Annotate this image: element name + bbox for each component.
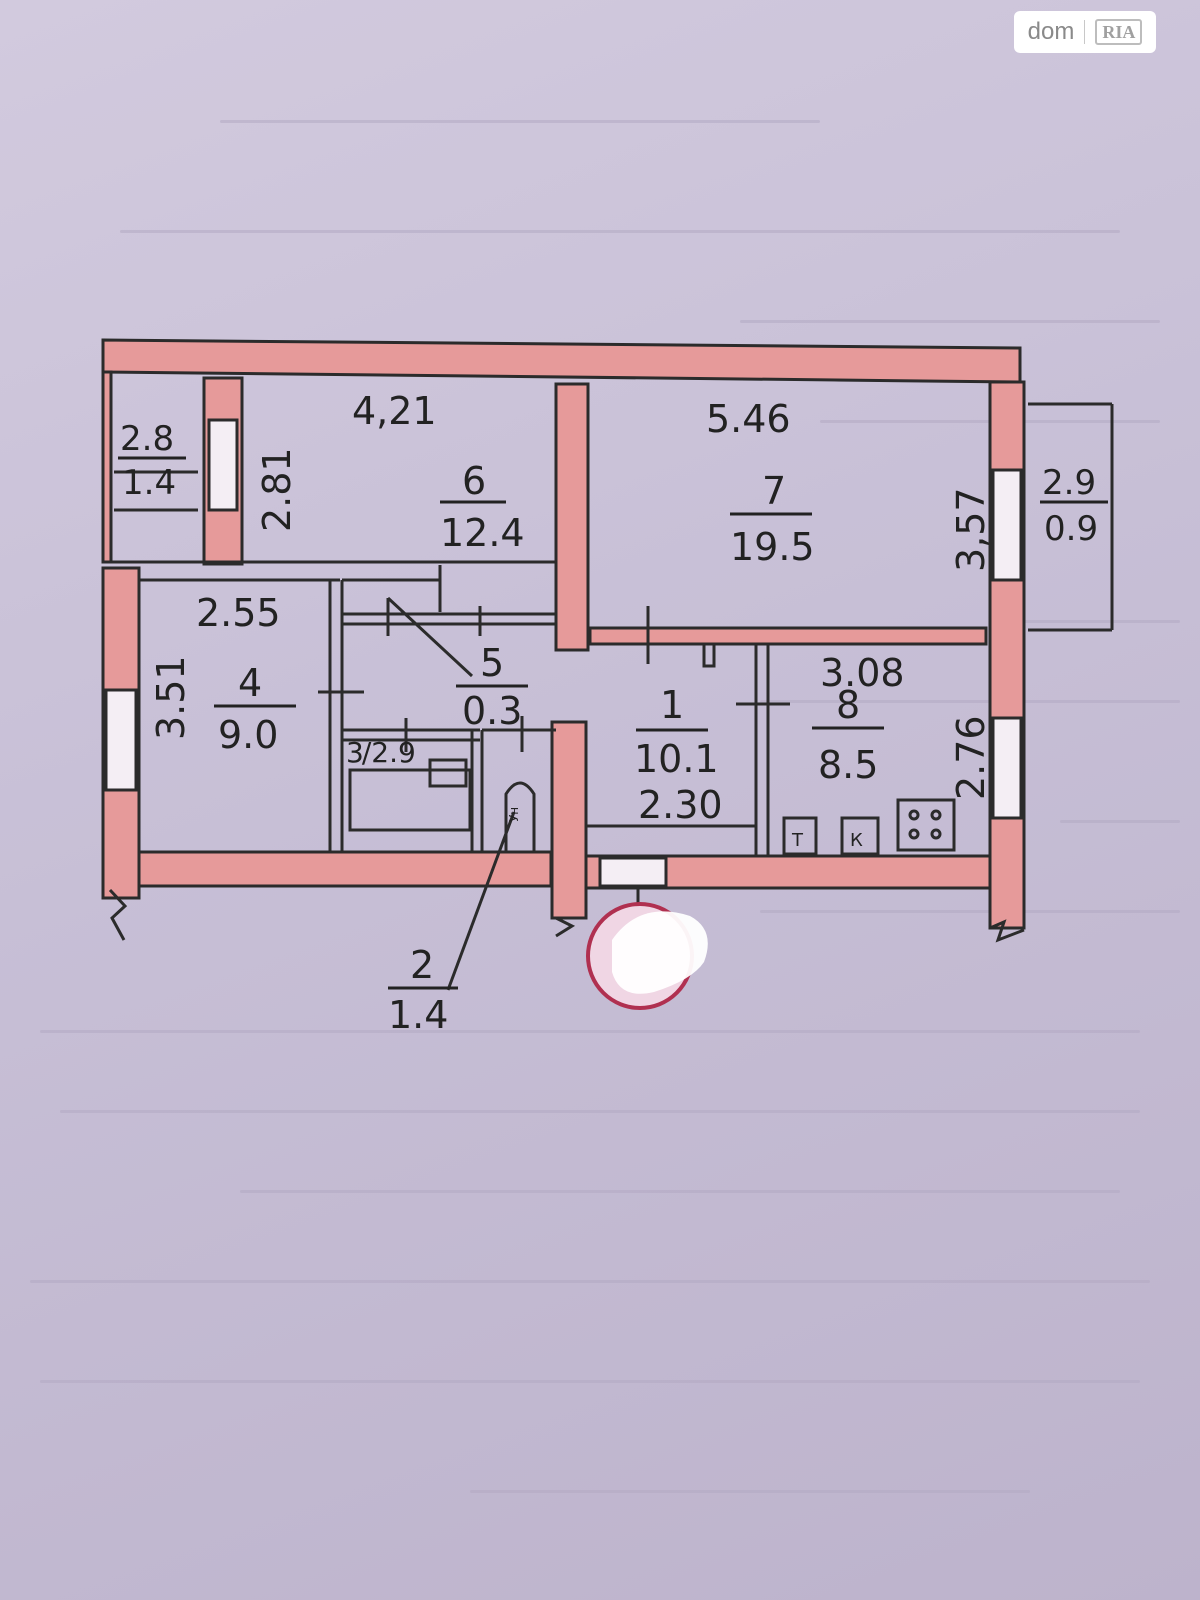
bath-sink-icon: [428, 758, 468, 788]
room8-number: 8: [836, 683, 860, 727]
room6-area: 12.4: [440, 511, 525, 555]
wall-left-upper: [101, 370, 113, 564]
wall-center-vertical: [554, 382, 590, 652]
room5-area: 0.3: [462, 689, 522, 733]
wall-top: [101, 338, 1022, 384]
faded-print-line: [60, 1110, 1140, 1113]
watermark-brand: dom: [1027, 18, 1075, 45]
room7-width: 3,57: [949, 487, 993, 572]
room6-length: 4,21: [352, 389, 437, 433]
room2-area: 1.4: [388, 993, 448, 1037]
window-right-lower: [991, 716, 1023, 820]
room4-area: 9.0: [218, 713, 278, 757]
room7-length: 5.46: [706, 397, 791, 441]
faded-print-line: [120, 230, 1120, 233]
faded-print-line: [1060, 820, 1180, 823]
room8-area: 8.5: [818, 743, 878, 787]
stamp: [586, 902, 708, 1010]
stove-burner-icon: [908, 809, 920, 821]
room3-number: 3: [346, 736, 364, 769]
room4-length: 2.55: [196, 591, 281, 635]
balcony1-length: 2.8: [120, 419, 174, 459]
stove-burner-icon: [908, 828, 920, 840]
thin-walls: [103, 402, 1114, 943]
faded-print-line: [220, 120, 820, 123]
room2-number: 2: [410, 943, 434, 987]
faded-print-line: [240, 1190, 1120, 1193]
room5-number: 5: [480, 641, 504, 685]
room8-length: 3.08: [820, 651, 905, 695]
balcony1-width: 1.4: [122, 463, 176, 503]
kitchen-counter-icon: [840, 816, 880, 856]
wall-right: [988, 380, 1026, 930]
faded-print-line: [40, 1030, 1140, 1033]
watermark-separator: [1084, 20, 1086, 44]
counter-label: К: [850, 830, 863, 851]
stamp-blur: [612, 911, 708, 994]
room1-area: 10.1: [634, 737, 719, 781]
faded-print-line: [470, 1490, 1030, 1493]
balcony2-length: 2.9: [1042, 463, 1096, 503]
sink-label: Т: [791, 830, 804, 851]
faded-print-line: [40, 1380, 1140, 1383]
window-left: [104, 688, 138, 792]
window-right-upper: [991, 468, 1023, 582]
room6-width: 2.81: [255, 447, 299, 532]
faded-print-line: [760, 910, 1180, 913]
labels: 4,21 6 12.4 2.81 5.46 7 19.5 3,57 2.55 4…: [120, 389, 1098, 1037]
room1-dimension: 2.30: [638, 783, 723, 827]
wall-room7-bottom: [588, 626, 988, 646]
room2-leader-line: [446, 811, 516, 991]
room8-width: 2.76: [949, 715, 993, 800]
fraction-bars: [118, 456, 1108, 990]
room3-label: 3/2.9: [346, 736, 416, 769]
stove-icon: [896, 798, 956, 852]
room1-number: 1: [660, 683, 684, 727]
dom-ria-watermark[interactable]: dom RIA: [1014, 11, 1156, 53]
kitchen-sink-icon: [782, 816, 818, 856]
window-entry: [598, 856, 668, 888]
door-marks: [114, 470, 790, 752]
room7-number: 7: [762, 469, 786, 513]
stove-burner-icon: [930, 828, 942, 840]
window-balcony: [207, 418, 239, 512]
room4-number: 4: [238, 661, 262, 705]
stove-burner-icon: [930, 809, 942, 821]
toilet-icon: [504, 781, 536, 852]
watermark-badge: RIA: [1095, 19, 1143, 45]
room6-number: 6: [462, 459, 486, 503]
windows: [104, 418, 1023, 888]
faded-print-line: [740, 320, 1160, 323]
wall-entry-pillar: [550, 720, 588, 920]
faded-print-line: [760, 700, 1180, 703]
balcony2-width: 0.9: [1044, 509, 1098, 549]
room4-width: 3.51: [149, 655, 193, 740]
faded-print-line: [1020, 620, 1180, 623]
bathtub-icon: [348, 768, 472, 832]
faded-print-line: [30, 1280, 1150, 1283]
toilet-label: Ун: [507, 807, 521, 822]
room7-area: 19.5: [730, 525, 815, 569]
room3-area: 2.9: [371, 736, 416, 769]
